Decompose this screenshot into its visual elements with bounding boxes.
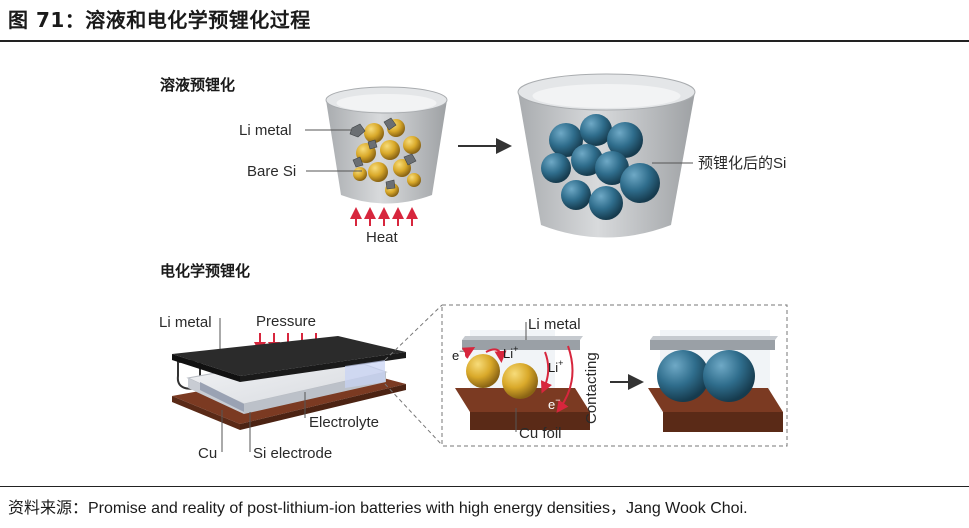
label-e-bottom: e− [548, 395, 561, 412]
label-bare-si: Bare Si [247, 163, 296, 180]
label-prelithiated-si: 预锂化后的Si [698, 155, 786, 172]
label-li-metal-cell: Li metal [159, 314, 212, 331]
electrochem-heading: 电化学预锂化 [160, 262, 250, 280]
electrochem-cell [172, 336, 406, 430]
label-contacting: Contacting [583, 352, 600, 424]
label-li-right: Li+ [548, 358, 563, 375]
label-cu: Cu [198, 445, 217, 462]
title-divider [0, 40, 969, 42]
zoom-after [648, 330, 783, 432]
zoom-box [441, 304, 788, 447]
label-cu-foil: Cu foil [519, 425, 562, 442]
prelithiation-diagram: 溶液预锂化 Li metal Bare Si Heat [159, 73, 788, 462]
label-li-metal-solution: Li metal [239, 122, 292, 139]
label-si-electrode: Si electrode [253, 445, 332, 462]
prelithiated-si-particles [541, 114, 660, 220]
zoom-connectors [384, 304, 443, 446]
source-divider [0, 486, 969, 487]
solution-heading: 溶液预锂化 [160, 76, 235, 94]
heat-arrows [350, 207, 418, 226]
li-metal-chunks [349, 117, 417, 190]
zoom-before [455, 330, 590, 430]
label-li-top: Li+ [503, 344, 518, 361]
label-pressure: Pressure [256, 313, 316, 330]
label-electrolyte: Electrolyte [309, 414, 379, 431]
source-note: 资料来源：Promise and reality of post-lithium… [8, 500, 748, 517]
label-li-metal-zoom: Li metal [528, 316, 581, 333]
label-heat: Heat [366, 229, 399, 246]
label-e-left: e− [452, 346, 465, 363]
figure-title: 图 71：溶液和电化学预锂化过程 [8, 8, 311, 32]
